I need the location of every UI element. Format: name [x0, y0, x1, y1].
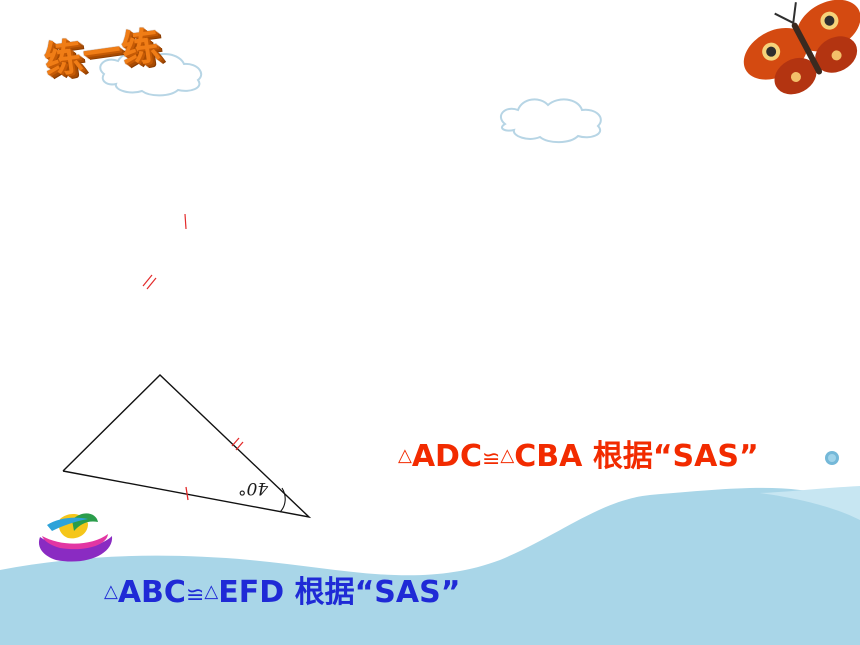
- triangle-name-efd: EFD: [218, 575, 285, 610]
- reason-text: 根据“SAS”: [582, 439, 759, 474]
- triangle-name-cba: CBA: [514, 439, 583, 474]
- triangle-symbol-3: △: [104, 581, 118, 602]
- congruent-symbol: ≌: [481, 447, 501, 472]
- congruent-symbol-2: ≌: [185, 583, 205, 608]
- reason-text-2: 根据“SAS”: [284, 575, 461, 610]
- triangle-name-adc: ADC: [411, 439, 482, 474]
- blue-statement-line: △ABC≌△EFD 根据“SAS”: [104, 578, 460, 608]
- triangle-symbol-4: △: [204, 581, 219, 602]
- triangle-symbol-2: △: [500, 445, 515, 466]
- red-statement-line: △ADC≌△CBA 根据“SAS”: [398, 442, 759, 472]
- triangle-symbol-1: △: [398, 445, 412, 466]
- triangle-name-abc: ABC: [117, 575, 186, 610]
